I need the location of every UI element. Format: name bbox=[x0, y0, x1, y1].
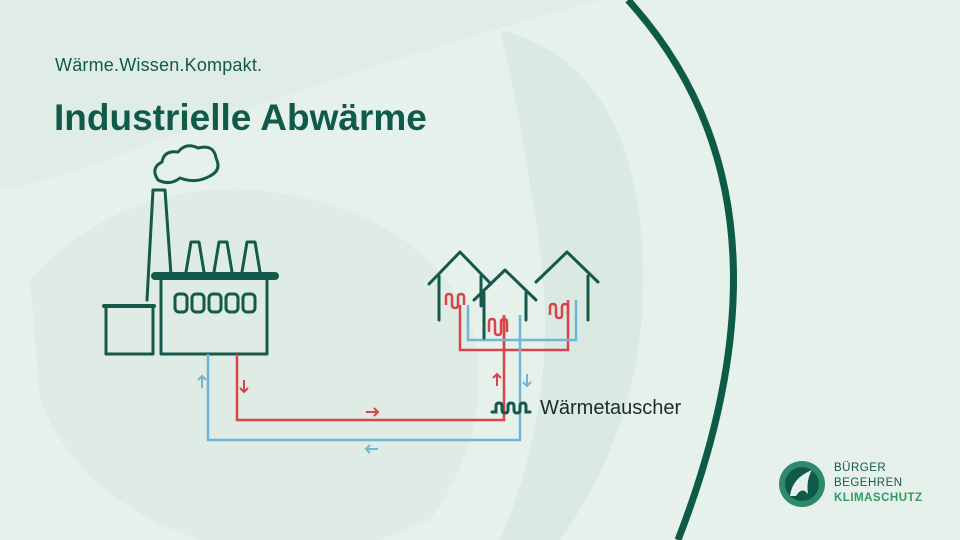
arrow-up-cold bbox=[197, 374, 207, 388]
background-shape-left bbox=[30, 189, 479, 540]
supply-pipe-hot bbox=[235, 300, 570, 422]
return-pipe-cold bbox=[206, 300, 578, 442]
heat-exchanger-icon bbox=[490, 401, 532, 415]
leaf-swoosh-icon bbox=[790, 470, 812, 496]
smoke-cloud bbox=[153, 144, 220, 185]
radiator-icon bbox=[548, 302, 570, 320]
factory-chimney bbox=[145, 188, 173, 302]
series-subtitle: Wärme.Wissen.Kompakt. bbox=[55, 55, 263, 75]
logo-icon bbox=[779, 461, 825, 507]
logo-line-3: KLIMASCHUTZ bbox=[834, 492, 923, 504]
radiator-icon bbox=[487, 317, 509, 337]
background-shape-right bbox=[500, 30, 644, 540]
arrow-left-cold bbox=[364, 444, 378, 454]
house-right-icon bbox=[534, 250, 600, 322]
radiator-icon bbox=[444, 292, 466, 310]
arrow-right-hot bbox=[366, 407, 380, 417]
factory-stack-2 bbox=[212, 240, 234, 274]
logo-line-2: BEGEHREN bbox=[834, 477, 903, 489]
decorative-arc bbox=[625, 0, 737, 540]
factory-stack-3 bbox=[240, 240, 262, 274]
factory-icon bbox=[102, 144, 279, 356]
arrow-down-cold bbox=[522, 374, 532, 388]
arrow-down-hot bbox=[239, 380, 249, 394]
background-shape-top bbox=[0, 0, 600, 190]
factory-stack-1 bbox=[184, 240, 206, 274]
heat-exchanger-label: Wärmetauscher bbox=[540, 397, 682, 419]
page-title: Industrielle Abwärme bbox=[54, 97, 427, 138]
arrow-up-hot bbox=[492, 372, 502, 386]
flow-arrows bbox=[197, 372, 532, 454]
house-center-icon bbox=[472, 268, 538, 340]
logo-line-1: BÜRGER bbox=[834, 462, 887, 474]
logo-wordmark: BÜRGER BEGEHREN KLIMASCHUTZ bbox=[834, 461, 923, 506]
house-left-icon bbox=[427, 250, 493, 322]
